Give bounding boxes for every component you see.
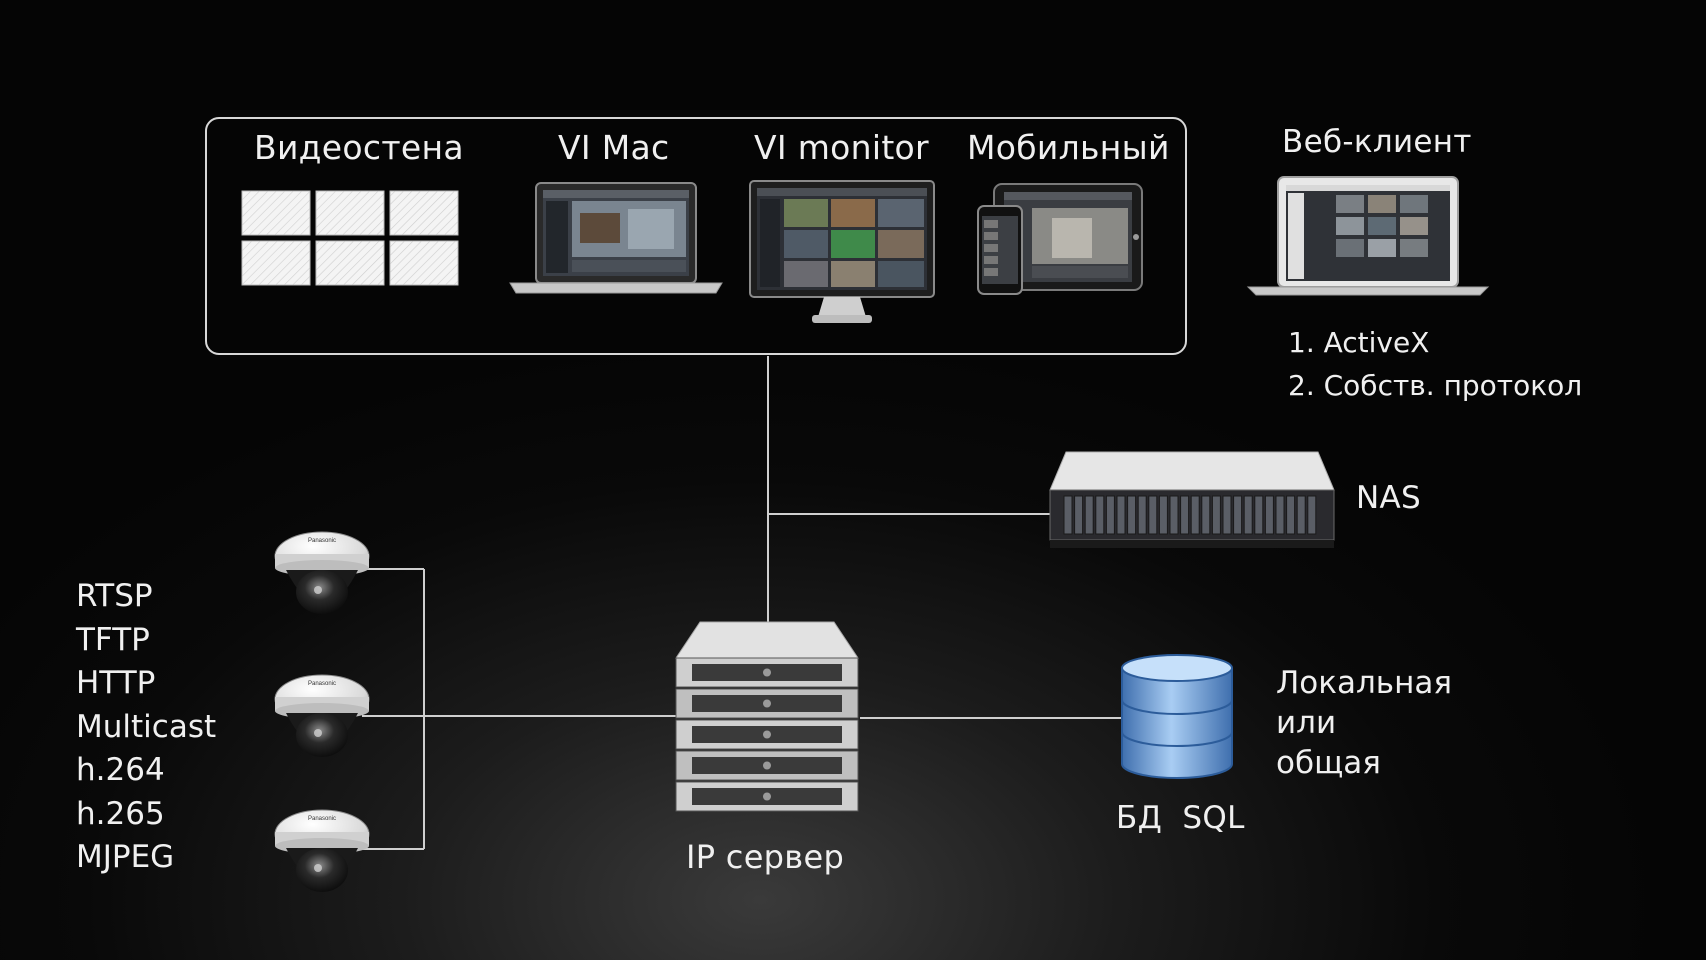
nas-drive-bay — [1169, 495, 1179, 535]
rack-storage-icon — [1049, 451, 1335, 548]
database-desc-line-1: Локальная — [1276, 665, 1452, 701]
laptop-browser-icon — [1246, 176, 1490, 296]
protocol-item: h.264 — [76, 752, 165, 788]
nas-drive-bay — [1116, 495, 1126, 535]
database-cylinder-icon — [1121, 654, 1233, 779]
protocol-item: h.265 — [76, 795, 165, 832]
nas-drive-bay — [1254, 495, 1264, 535]
mobile-label: Мобильный — [967, 128, 1170, 167]
nas-drive-bay — [1074, 495, 1084, 535]
nas-drive-bay — [1201, 495, 1211, 535]
rack-server-icon — [675, 621, 859, 812]
database-label: БД SQL — [1116, 800, 1245, 836]
vi-mac-label: VI Mac — [558, 128, 670, 167]
video-wall-grid-icon — [241, 190, 459, 286]
vi-monitor-label: VI monitor — [754, 128, 929, 167]
database-desc-line-3: общая — [1276, 745, 1381, 781]
nas-drive-bay — [1180, 495, 1190, 535]
nas-drive-bay — [1286, 495, 1296, 535]
protocol-item: HTTP — [76, 665, 156, 701]
server-label: IP сервер — [686, 838, 845, 876]
clients-group-box — [205, 117, 1187, 355]
desktop-monitor-icon — [749, 180, 935, 323]
server-logo-badge — [763, 699, 771, 708]
protocol-list: RTSP TFTP HTTP Multicast h.264 h.265 MJP… — [76, 575, 216, 880]
server-logo-badge — [763, 761, 771, 770]
nas-drive-bay — [1296, 495, 1306, 535]
protocol-item: TFTP — [76, 621, 150, 658]
nas-label: NAS — [1356, 480, 1421, 516]
server-logo-badge — [763, 792, 771, 801]
nas-drive-bay — [1095, 495, 1105, 535]
protocol-item: RTSP — [76, 578, 153, 614]
nas-drive-bay — [1137, 495, 1147, 535]
laptop-icon — [509, 182, 723, 294]
nas-drive-bay — [1275, 495, 1285, 535]
nas-drive-bay — [1127, 495, 1137, 535]
phone-tablet-icon — [977, 183, 1143, 295]
nas-drive-bay — [1243, 495, 1253, 535]
nas-drive-bay — [1190, 495, 1200, 535]
web-client-label: Веб-клиент — [1282, 124, 1472, 160]
server-logo-badge — [763, 730, 771, 739]
nas-drive-bay — [1084, 495, 1094, 535]
nas-drive-bay — [1211, 495, 1221, 535]
dome-camera-icon — [274, 809, 370, 893]
nas-drive-bay — [1158, 495, 1168, 535]
nas-drive-bay — [1307, 495, 1317, 535]
nas-drive-bay — [1148, 495, 1158, 535]
dome-camera-icon — [274, 531, 370, 615]
protocol-item: Multicast — [76, 708, 217, 745]
videowall-label: Видеостена — [254, 128, 464, 167]
web-client-method-protocol: 2. Собств. протокол — [1288, 369, 1583, 402]
protocol-item: MJPEG — [76, 839, 175, 875]
nas-drive-bay — [1105, 495, 1115, 535]
server-logo-badge — [763, 668, 771, 677]
nas-drive-bay — [1063, 495, 1073, 535]
database-desc-line-2: или — [1276, 705, 1337, 741]
web-client-method-activex: 1. ActiveX — [1288, 326, 1430, 359]
database-description: Локальная или общая — [1276, 663, 1452, 783]
dome-camera-icon — [274, 674, 370, 758]
web-client-methods: 1. ActiveX 2. Собств. протокол — [1288, 321, 1582, 407]
nas-drive-bay — [1264, 495, 1274, 535]
nas-drive-bay — [1222, 495, 1232, 535]
nas-drive-bay — [1233, 495, 1243, 535]
